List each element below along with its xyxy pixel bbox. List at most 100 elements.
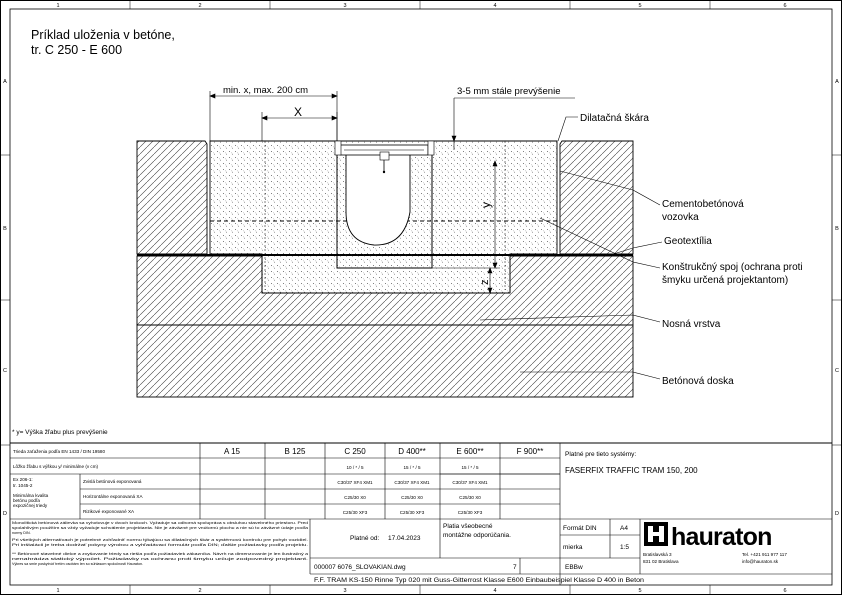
grade-r2-d400: C25/30 X0 [401, 495, 423, 500]
label-concrete-slab: Betónová doska [662, 376, 734, 387]
valid-from-label: Platné od: [350, 535, 379, 542]
logo-wordmark: hauraton [671, 523, 772, 551]
exposure-row-3: Rizikové exponované XA [83, 509, 135, 514]
row-label-b: B [3, 226, 7, 232]
leader-lines [479, 116, 663, 380]
class-a15: A 15 [224, 447, 241, 456]
right-road-slab [559, 140, 634, 255]
hauraton-logo: hauraton [644, 522, 772, 551]
class-d400: D 400** [398, 447, 426, 456]
callout-labels: Dilatačná škára Cementobetónová vozovka … [580, 113, 803, 387]
row-label-b-right: B [835, 226, 839, 232]
class-f900: F 900** [517, 447, 544, 456]
format-label: Formát DIN [563, 525, 597, 532]
column-label-4: 4 [493, 3, 496, 9]
width-dimension-label: min. x, max. 200 cm [223, 85, 308, 96]
column-label-2: 2 [198, 3, 201, 9]
quality-group-2: betónu podľa [13, 498, 40, 503]
concrete-slab [136, 324, 634, 398]
dims-c250: 10 / * / 5 [346, 465, 364, 470]
dimensions [209, 91, 575, 294]
version-number: 7 [513, 564, 517, 571]
class-b125: B 125 [285, 447, 306, 456]
grade-r1-d400: C30/37 XF4 XM1 [394, 480, 430, 485]
column-label-1-bottom: 1 [56, 588, 59, 594]
cross-section [136, 140, 634, 398]
z-dimension-label: z [479, 280, 491, 286]
valid-from-date: 17.04.2023 [388, 535, 421, 542]
author-code: EBBw [565, 564, 583, 571]
phone-number: Tel. +421 911 977 117 [742, 552, 787, 557]
format-value: A4 [620, 525, 628, 532]
grade-r1-e600: C30/37 XF4 XM1 [452, 480, 488, 485]
left-road-slab [136, 140, 208, 255]
title-line-1: Príklad uloženia v betóne, [31, 28, 175, 42]
label-dilatation-joint: Dilatačná škára [580, 113, 649, 124]
address-line-2: 831 02 Bratislava [643, 559, 679, 564]
exposure-row-2: Horizontálne exponovaná XA [83, 494, 143, 499]
dims-label: Lôžko žľabu s výškou y/ minimálne (v cm) [13, 464, 99, 469]
class-header: Trieda zaťaženia podľa EN 1433 / DIN 195… [13, 449, 105, 454]
dims-e600: 15 / * / 5 [461, 465, 479, 470]
column-label-3-bottom: 3 [343, 588, 346, 594]
grade-r3-d400: C25/30 XF3 [400, 510, 425, 515]
quality-group-1: Minimálna kvalita [13, 493, 49, 498]
excess-height-label: 3-5 mm stále prevýšenie [457, 86, 560, 97]
valid-all-2: montážne odporúčania. [443, 532, 511, 539]
label-geotextile: Geotextília [664, 236, 712, 247]
scale-value: 1:5 [620, 544, 629, 551]
dims-d400: 15 / * / 5 [403, 465, 421, 470]
note-line-8: Výkres sa smie poskytnúť tretím osobám l… [12, 562, 143, 566]
column-label-3: 3 [343, 3, 346, 9]
grade-r1-c250: C30/37 XF4 XM1 [337, 480, 373, 485]
note-line-4: Pri všetkých alternatívach je potrebné z… [12, 538, 308, 542]
class-e600: E 600** [456, 447, 483, 456]
row-label-a: A [3, 79, 7, 85]
grade-r3-c250: C25/30 XF3 [343, 510, 368, 515]
address-line-1: Bratislavská 3 [643, 552, 672, 557]
grade-r3-e600: C25/30 XF3 [458, 510, 483, 515]
y-dimension-label: y [479, 202, 493, 208]
scale-label: mierka [563, 544, 583, 551]
note-line-7: nenahrádza statický výpočet. Požiadavky … [12, 557, 308, 561]
label-joint-2: šmyku určená projektantom) [662, 275, 788, 286]
title-line-2: tr. C 250 - E 600 [31, 43, 122, 57]
drawing-description: F.F. TRAM KS-150 Rinne Typ 020 mit Guss-… [314, 578, 644, 584]
column-label-6: 6 [783, 3, 786, 9]
column-label-2-bottom: 2 [198, 588, 201, 594]
system-name: FASERFIX TRAFFIC TRAM 150, 200 [565, 466, 698, 475]
row-label-d: D [3, 511, 7, 517]
drawing-number: 000007 6076_SLOVAKIAN.dwg [314, 564, 406, 571]
grade-r2-e600: C25/30 X0 [459, 495, 481, 500]
exposure-row-1: Zvislá betónová exponovaná [83, 479, 142, 484]
channel-cavity [345, 153, 411, 246]
label-cement-road-2: vozovka [662, 212, 699, 223]
note-line-3: normy DIN. [12, 531, 31, 535]
quality-group-3: expozičnej triedy [13, 503, 48, 508]
email-address: info@hauraton.sk [742, 559, 779, 564]
x-dimension-label: X [294, 105, 302, 119]
column-label-5: 5 [638, 3, 641, 9]
label-joint-1: Konštrukčný spoj (ochrana proti [662, 262, 803, 273]
title-block [10, 442, 832, 585]
grade-r2-c250: C25/30 X0 [344, 495, 366, 500]
column-label-5-bottom: 5 [638, 588, 641, 594]
drainage-channel [334, 140, 435, 269]
note-line-2: spolahlivým použitím sa vždy vyžaduje sc… [12, 526, 309, 530]
row-label-d-right: D [835, 511, 839, 517]
standard-2: tr. 1045-2 [13, 483, 33, 488]
row-label-a-right: A [835, 79, 839, 85]
column-label-6-bottom: 6 [783, 588, 786, 594]
valid-for-label: Platné pre tieto systémy: [565, 451, 636, 458]
title-block-text: Trieda zaťaženia podľa EN 1433 / DIN 195… [12, 447, 787, 584]
column-label-4-bottom: 4 [493, 588, 496, 594]
row-label-c: C [3, 368, 7, 374]
note-line-5: Pri inštalácii je treba dodržať pokyny v… [12, 543, 308, 547]
class-c250: C 250 [344, 447, 366, 456]
note-line-1: Monolitická betónová zálievka sa vyhotov… [12, 521, 308, 525]
column-label-1: 1 [56, 3, 59, 9]
standard-1: Ex 206-1: [13, 477, 33, 482]
footnote: * y= Výška žľabu plus prevýšenie [12, 429, 108, 436]
label-cement-road-1: Cementobetónová [662, 199, 744, 210]
